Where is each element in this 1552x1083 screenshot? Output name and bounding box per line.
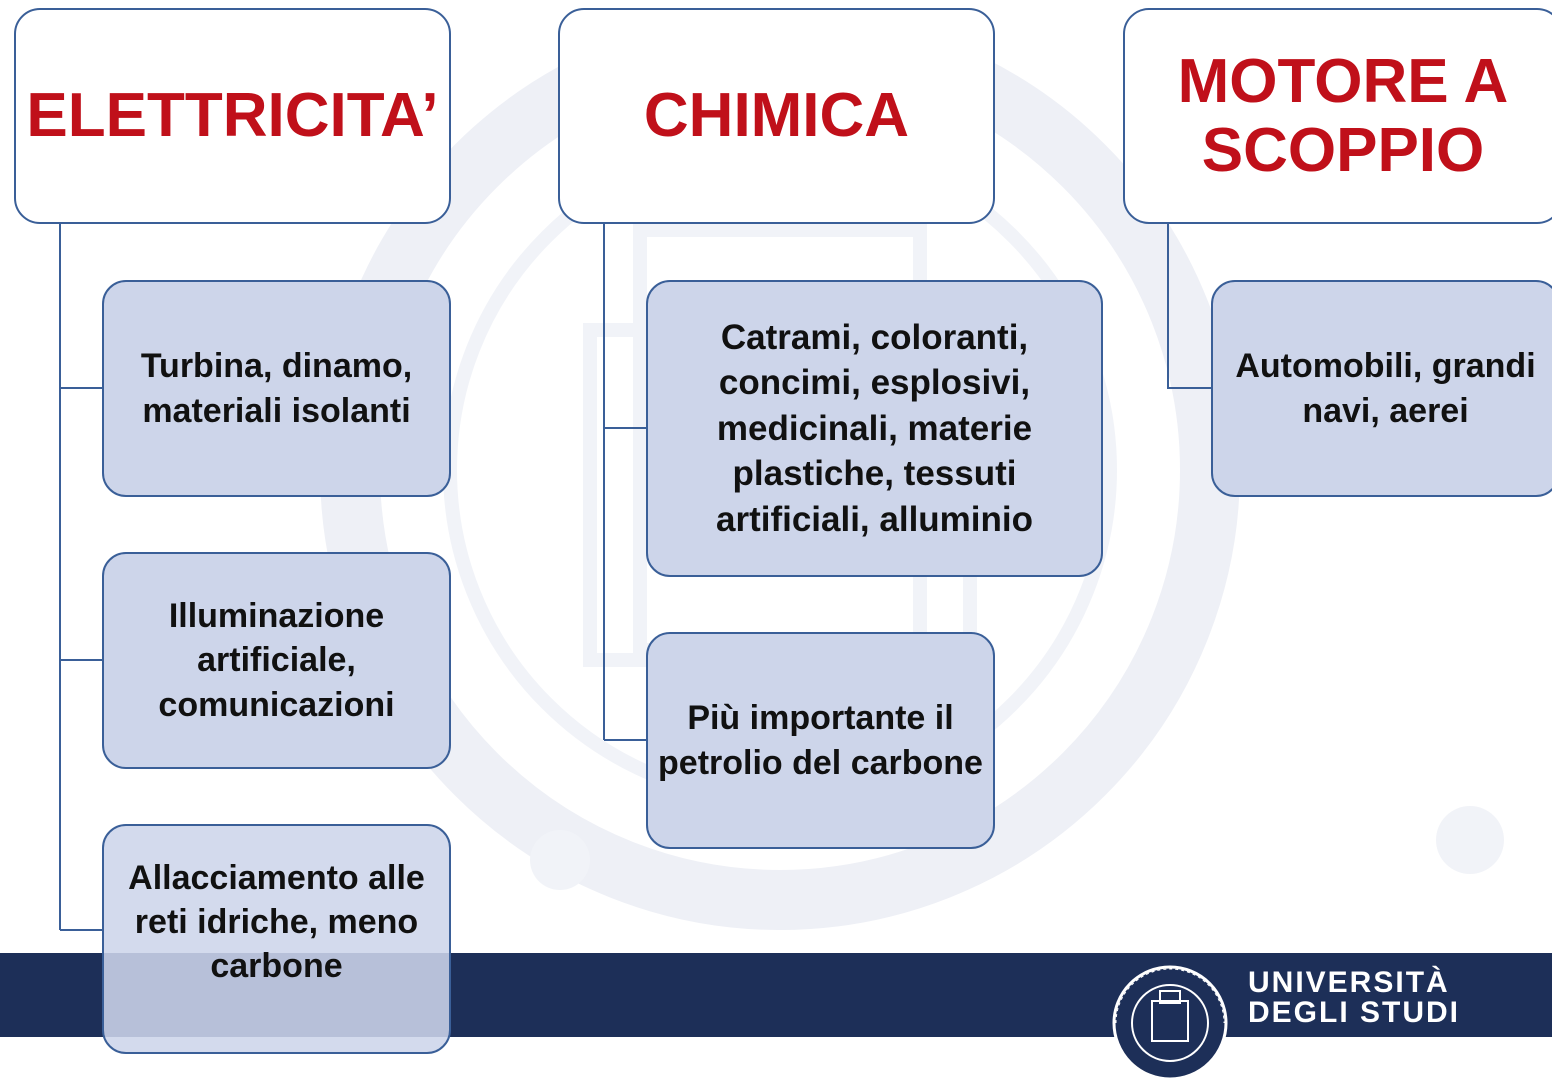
item-illuminazione-text: Illuminazione artificiale, comunicazioni <box>158 597 395 724</box>
header-chimica: CHIMICA <box>558 8 995 224</box>
header-chimica-label: CHIMICA <box>643 81 910 151</box>
item-petrolio-text: Più importante il petrolio del carbone <box>658 699 983 782</box>
item-turbina-text: Turbina, dinamo, materiali isolanti <box>140 347 413 430</box>
university-name: UNIVERSITÀ DEGLI STUDI <box>1248 966 1458 1028</box>
item-automobili-text: Automobili, grandi navi, aerei <box>1235 347 1536 430</box>
item-catrami: Catrami, coloranti, concimi, esplosivi, … <box>646 280 1103 577</box>
header-motore-a-scoppio: MOTORE A SCOPPIO <box>1123 8 1552 224</box>
item-allacciamento-text: Allacciamento alle reti idriche, meno ca… <box>128 859 425 986</box>
university-seal-icon <box>1112 965 1228 1081</box>
item-illuminazione: Illuminazione artificiale, comunicazioni <box>102 552 451 769</box>
university-line-2: DEGLI STUDI <box>1248 996 1461 1029</box>
header-motore-label: MOTORE A SCOPPIO <box>1177 46 1509 185</box>
item-automobili: Automobili, grandi navi, aerei <box>1211 280 1552 497</box>
university-line-1: UNIVERSITÀ <box>1248 966 1450 999</box>
item-turbina: Turbina, dinamo, materiali isolanti <box>102 280 451 497</box>
connector-lines <box>59 224 1212 931</box>
item-petrolio: Più importante il petrolio del carbone <box>646 632 995 849</box>
item-catrami-text: Catrami, coloranti, concimi, esplosivi, … <box>715 317 1034 539</box>
connector-col3 <box>1167 224 1212 389</box>
header-elettricita: ELETTRICITA’ <box>14 8 451 224</box>
item-allacciamento: Allacciamento alle reti idriche, meno ca… <box>102 824 451 1054</box>
header-elettricita-label: ELETTRICITA’ <box>26 81 439 151</box>
